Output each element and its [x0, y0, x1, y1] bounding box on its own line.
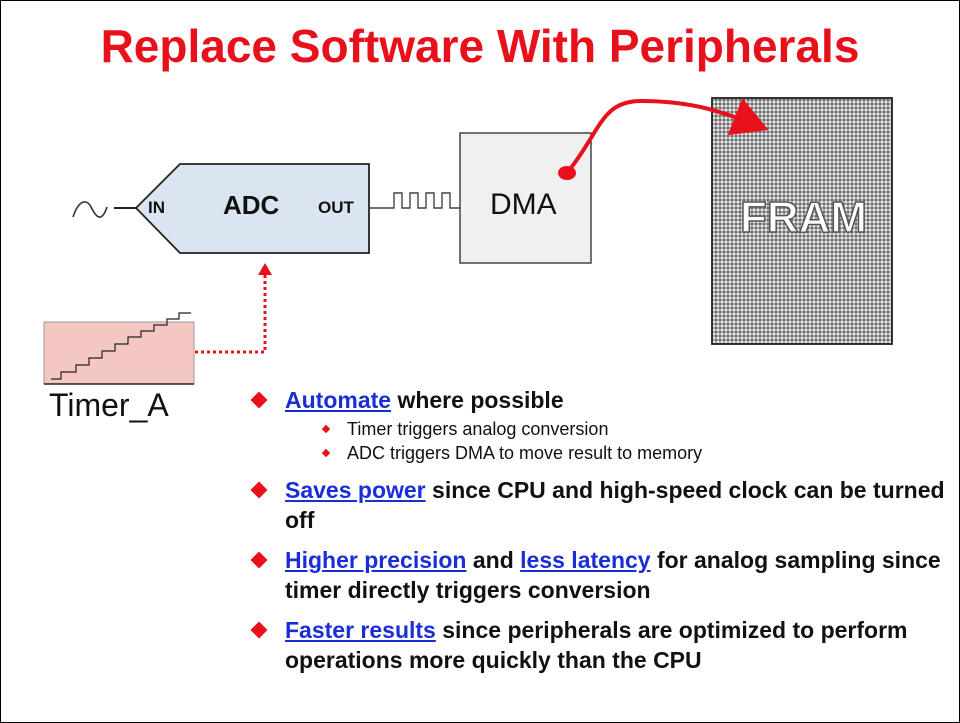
small-diamond-bullet-icon — [321, 424, 331, 434]
timer-label: Timer_A — [49, 387, 169, 423]
bullet-text: where possible — [391, 387, 564, 413]
bullet-text: since CPU and high-speed clock can be tu… — [285, 477, 945, 533]
timer-block — [43, 321, 195, 385]
adc-out-label: OUT — [318, 198, 354, 217]
faster-results-link[interactable]: Faster results — [285, 617, 436, 643]
fram-label: FRAM — [739, 192, 868, 243]
adc-label: ADC — [223, 190, 280, 220]
sub-bullet-item: ADC triggers DMA to move result to memor… — [285, 441, 951, 465]
pulse-train-icon — [369, 192, 460, 209]
bullet-item: Faster results since peripherals are opt… — [250, 615, 951, 675]
bullet-item: Saves power since CPU and high-speed clo… — [250, 475, 951, 535]
slide-title: Replace Software With Peripherals — [100, 20, 860, 72]
diamond-bullet-icon — [250, 621, 268, 639]
dma-to-fram-arrow — [565, 98, 769, 175]
sub-bullet-text: Timer triggers analog conversion — [347, 419, 609, 439]
small-diamond-bullet-icon — [321, 448, 331, 458]
arrow-start-dot — [558, 166, 576, 180]
staircase-icon — [51, 312, 191, 380]
bullet-list: Automate where possible Timer triggers a… — [250, 385, 951, 685]
dma-label: DMA — [490, 188, 557, 221]
saves-power-link[interactable]: Saves power — [285, 477, 426, 503]
diamond-bullet-icon — [250, 551, 268, 569]
bullet-item: Automate where possible Timer triggers a… — [250, 385, 951, 465]
trigger-arrowhead — [258, 263, 272, 275]
higher-precision-link[interactable]: Higher precision — [285, 547, 467, 573]
bullet-text: for analog sampling since timer directly… — [285, 547, 941, 603]
sub-bullet-text: ADC triggers DMA to move result to memor… — [347, 443, 703, 463]
dma-block — [459, 132, 592, 264]
diamond-bullet-icon — [250, 391, 268, 409]
sub-bullet-item: Timer triggers analog conversion — [285, 417, 951, 441]
timer-trigger-line — [195, 273, 267, 354]
sine-wave-icon — [72, 201, 108, 218]
automate-link[interactable]: Automate — [285, 387, 392, 413]
less-latency-link[interactable]: less latency — [520, 547, 651, 573]
bullet-text: and — [466, 547, 521, 573]
adc-in-label: IN — [148, 198, 165, 217]
bullet-text: since peripherals are optimized to perfo… — [285, 617, 908, 673]
diamond-bullet-icon — [250, 481, 268, 499]
fram-block — [711, 97, 893, 345]
sub-bullet-list: Timer triggers analog conversion ADC tri… — [285, 417, 951, 465]
bullet-item: Higher precision and less latency for an… — [250, 545, 951, 605]
